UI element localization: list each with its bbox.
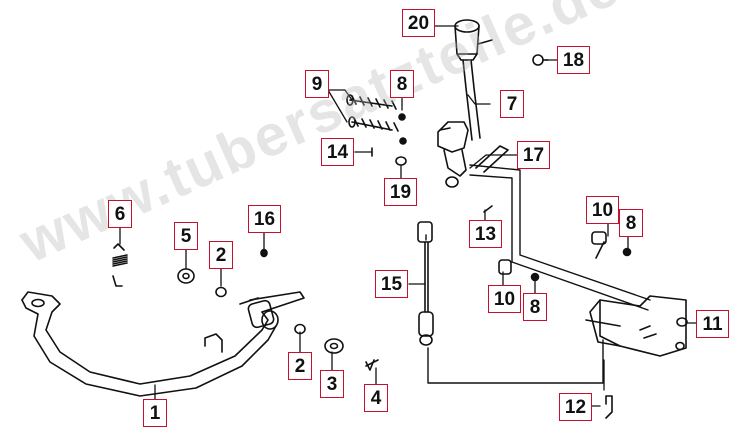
- callout-part-10-bottom[interactable]: 10: [488, 285, 521, 313]
- callout-part-19[interactable]: 19: [384, 178, 417, 206]
- callout-part-13[interactable]: 13: [469, 220, 502, 248]
- small-hardware: [177, 54, 632, 371]
- callout-part-8-right[interactable]: 8: [619, 209, 643, 237]
- callout-part-12[interactable]: 12: [559, 393, 592, 421]
- callout-part-8-top[interactable]: 8: [390, 70, 414, 98]
- callout-part-6[interactable]: 6: [108, 200, 132, 228]
- brake-light-switch: [417, 221, 434, 346]
- callout-part-5[interactable]: 5: [174, 222, 198, 250]
- callout-part-2-bottom[interactable]: 2: [288, 352, 312, 380]
- brake-rod-lines: [425, 164, 651, 384]
- callout-part-9[interactable]: 9: [305, 70, 329, 98]
- callout-part-18[interactable]: 18: [557, 46, 590, 74]
- brake-pedal: [21, 291, 305, 397]
- callout-part-7[interactable]: 7: [500, 90, 524, 118]
- callout-part-4[interactable]: 4: [364, 384, 388, 412]
- callout-part-16[interactable]: 16: [248, 205, 281, 233]
- callout-part-8-bottom[interactable]: 8: [523, 293, 547, 321]
- callout-part-1[interactable]: 1: [143, 399, 167, 427]
- callout-part-20[interactable]: 20: [402, 9, 435, 37]
- callout-part-10-top[interactable]: 10: [586, 196, 619, 224]
- brake-arm-bracket: [498, 231, 688, 419]
- callout-part-3[interactable]: 3: [320, 370, 344, 398]
- callout-part-17[interactable]: 17: [517, 141, 550, 169]
- callout-part-14[interactable]: 14: [321, 138, 354, 166]
- callout-part-11[interactable]: 11: [696, 310, 729, 338]
- callout-part-15[interactable]: 15: [375, 270, 408, 298]
- bolts: [346, 94, 399, 132]
- callout-part-2-top[interactable]: 2: [209, 241, 233, 269]
- master-cylinder: [437, 19, 493, 188]
- return-spring: [112, 243, 128, 287]
- clip-parts: [475, 145, 509, 173]
